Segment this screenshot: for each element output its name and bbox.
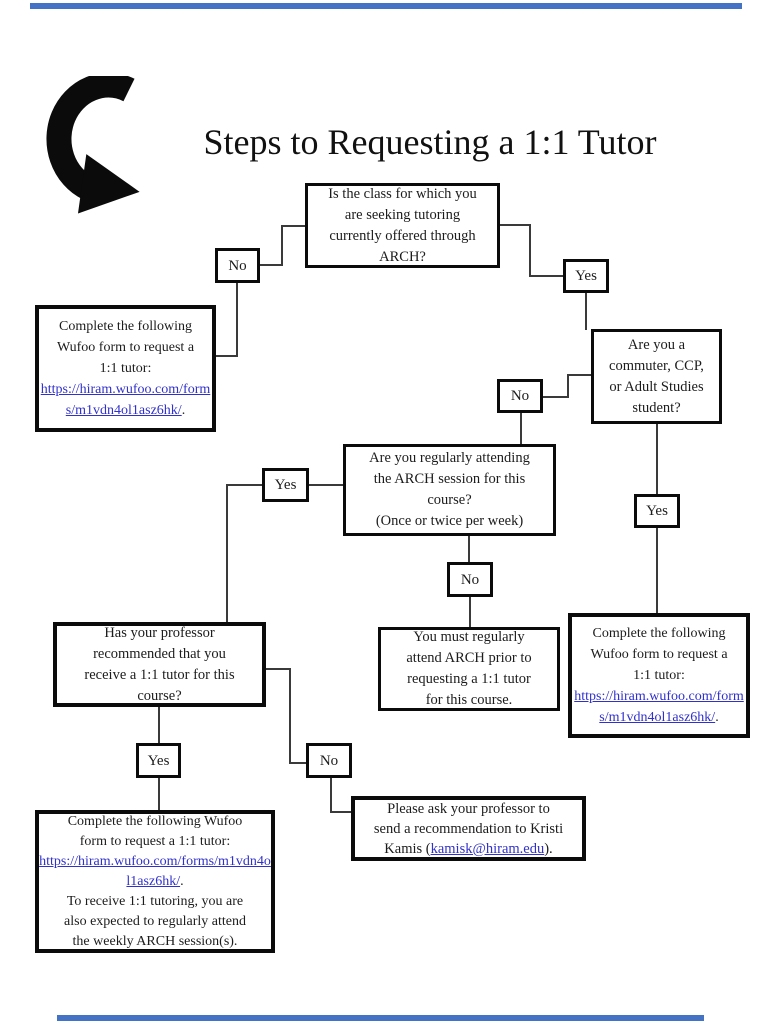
wufoo-intro-text: Complete the following Wufoo form to req… bbox=[67, 813, 243, 849]
connector bbox=[469, 596, 471, 628]
label-no-4: No bbox=[306, 743, 352, 778]
decision-professor-recommended: Has your professor recommended that you … bbox=[53, 622, 266, 707]
link-suffix: . bbox=[715, 710, 719, 725]
connector bbox=[158, 777, 160, 811]
connector bbox=[330, 777, 332, 813]
label-yes-1: Yes bbox=[563, 259, 609, 293]
action-wufoo-form-bottom: Complete the following Wufoo form to req… bbox=[35, 810, 275, 953]
connector bbox=[585, 292, 587, 330]
wufoo-form-link[interactable]: https://hiram.wufoo.com/forms/m1vdn4ol1a… bbox=[39, 853, 271, 889]
decision-attending-text: Are you regularly attending the ARCH ses… bbox=[369, 450, 530, 529]
connector bbox=[289, 668, 291, 764]
connector bbox=[529, 275, 564, 277]
connector bbox=[567, 374, 569, 398]
top-blue-bar bbox=[30, 3, 742, 9]
connector bbox=[158, 706, 160, 744]
no-label: No bbox=[510, 388, 530, 404]
wufoo-intro-text: Complete the following Wufoo form to req… bbox=[56, 319, 195, 376]
wufoo-link-line: https://hiram.wufoo.com/forms/m1vdn4ol1a… bbox=[572, 686, 746, 728]
connector bbox=[265, 668, 290, 670]
yes-label: Yes bbox=[147, 752, 170, 769]
wufoo-extra-text: To receive 1:1 tutoring, you are also ex… bbox=[64, 893, 246, 949]
connector bbox=[529, 224, 531, 277]
decision-commuter-text: Are you a commuter, CCP, or Adult Studie… bbox=[609, 336, 704, 416]
connector bbox=[330, 811, 352, 813]
connector bbox=[259, 264, 282, 266]
label-yes-2: Yes bbox=[262, 468, 309, 502]
yes-label: Yes bbox=[575, 268, 597, 284]
curved-arrow-icon bbox=[46, 76, 140, 214]
decision-professor-text: Has your professor recommended that you … bbox=[84, 624, 235, 704]
kamis-email-link[interactable]: kamisk@hiram.edu bbox=[430, 840, 545, 857]
label-no-2: No bbox=[497, 379, 543, 413]
bottom-blue-bar bbox=[57, 1015, 704, 1021]
yes-label: Yes bbox=[274, 477, 297, 493]
link-suffix: . bbox=[181, 403, 186, 418]
decision-arch-offered: Is the class for which you are seeking t… bbox=[305, 183, 500, 268]
decision-arch-offered-text: Is the class for which you are seeking t… bbox=[328, 185, 477, 265]
no-label: No bbox=[319, 752, 339, 769]
label-yes-3: Yes bbox=[634, 494, 680, 528]
page-title: Steps to Requesting a 1:1 Tutor bbox=[203, 122, 657, 162]
info-must-attend-arch: You must regularly attend ARCH prior to … bbox=[378, 627, 560, 711]
wufoo-form-link[interactable]: https://hiram.wufoo.com/forms/m1vdn4ol1a… bbox=[574, 689, 744, 725]
wufoo-link-line: https://hiram.wufoo.com/forms/m1vdn4ol1a… bbox=[39, 379, 212, 421]
wufoo-link-line: https://hiram.wufoo.com/forms/m1vdn4ol1a… bbox=[39, 852, 271, 892]
wufoo-form-link[interactable]: https://hiram.wufoo.com/forms/m1vdn4ol1a… bbox=[40, 382, 211, 418]
connector bbox=[656, 527, 658, 614]
connector bbox=[468, 535, 470, 563]
link-suffix: . bbox=[180, 873, 184, 889]
connector bbox=[568, 374, 592, 376]
no-label: No bbox=[228, 257, 247, 274]
no-label: No bbox=[460, 571, 480, 588]
connector bbox=[520, 412, 522, 445]
decision-commuter-ccp: Are you a commuter, CCP, or Adult Studie… bbox=[591, 329, 722, 424]
yes-label: Yes bbox=[646, 503, 668, 519]
connector bbox=[656, 423, 658, 495]
connector bbox=[308, 484, 344, 486]
wufoo-intro-text: Complete the following Wufoo form to req… bbox=[590, 626, 728, 683]
connector bbox=[226, 484, 228, 623]
connector bbox=[542, 396, 568, 398]
ask-professor-post: ). bbox=[544, 840, 553, 857]
ask-professor-text: Please ask your professor to send a reco… bbox=[374, 799, 563, 859]
action-wufoo-form-right: Complete the following Wufoo form to req… bbox=[568, 613, 750, 738]
action-wufoo-form-left: Complete the following Wufoo form to req… bbox=[35, 305, 216, 432]
action-ask-professor: Please ask your professor to send a reco… bbox=[351, 796, 586, 861]
label-yes-4: Yes bbox=[136, 743, 181, 778]
connector bbox=[236, 282, 238, 357]
connector bbox=[226, 484, 263, 486]
connector bbox=[282, 225, 307, 227]
label-no-1: No bbox=[215, 248, 260, 283]
label-no-3: No bbox=[447, 562, 493, 597]
ask-professor-pre: Please ask your professor to send a reco… bbox=[373, 800, 564, 857]
connector bbox=[215, 355, 237, 357]
connector bbox=[499, 224, 530, 226]
decision-attending-arch: Are you regularly attending the ARCH ses… bbox=[343, 444, 556, 536]
connector bbox=[289, 762, 307, 764]
must-attend-text: You must regularly attend ARCH prior to … bbox=[406, 629, 532, 708]
connector bbox=[281, 225, 283, 266]
